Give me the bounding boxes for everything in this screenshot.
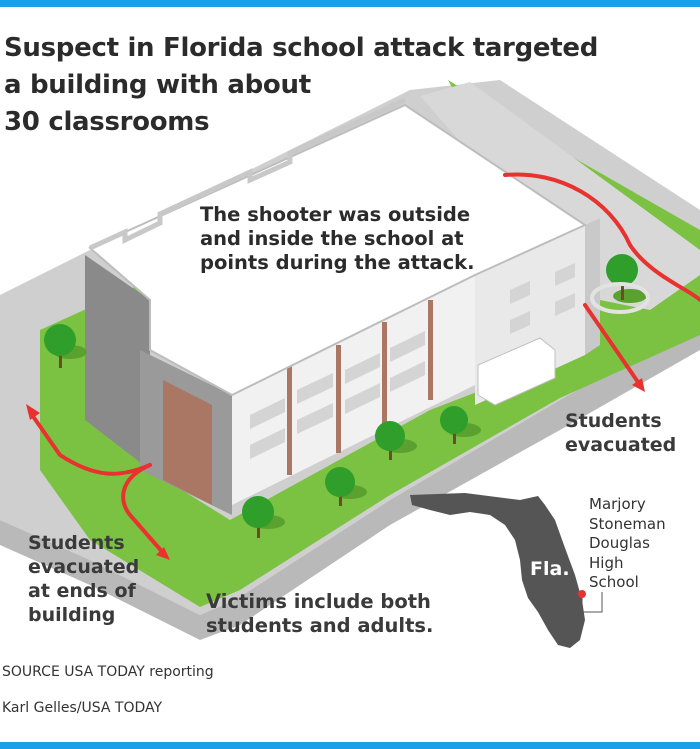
tree (242, 496, 285, 538)
route-east (583, 303, 642, 387)
annotation-line: at ends of (28, 580, 136, 602)
annotation-line: points during the attack. (200, 251, 475, 274)
pilaster (287, 365, 292, 475)
bottom-accent-bar (0, 742, 700, 749)
pilaster (428, 300, 433, 400)
route-arrowheads (26, 378, 645, 560)
pilaster (382, 322, 387, 430)
annotation-line: building (28, 604, 116, 626)
route-north-east (503, 172, 700, 302)
evacuated-ends-label: Students evacuated at ends of building (28, 531, 139, 627)
headline-line: a building with about (4, 70, 311, 100)
annotation-line: Students (28, 532, 125, 554)
annotation-line: evacuated (565, 434, 677, 456)
annotation-line: and inside the school at (200, 227, 464, 250)
annotation-line: The shooter was outside (200, 203, 471, 226)
headline: Suspect in Florida school attack targete… (4, 30, 644, 141)
east-wing-side (585, 218, 600, 355)
florida-label: Fla. (530, 558, 570, 580)
school-name-label: Marjory Stoneman Douglas High School (589, 495, 666, 593)
school-name-line: Marjory (589, 495, 646, 513)
source-line: SOURCE USA TODAY reporting (2, 664, 214, 680)
tree (325, 467, 367, 506)
annotation-line: Students (565, 410, 662, 432)
shooter-annotation: The shooter was outside and inside the s… (200, 203, 475, 275)
school-name-line: High (589, 553, 624, 572)
headline-line: 30 classrooms (4, 107, 210, 137)
roof (88, 103, 588, 397)
school-name-line: Stoneman (589, 514, 666, 533)
school-name-line: School (589, 573, 639, 591)
pilaster (336, 345, 341, 453)
west-wall (85, 255, 150, 470)
top-accent-bar (0, 0, 700, 7)
tree (44, 324, 87, 368)
lawn-front (40, 280, 700, 607)
annotation-line: Victims include both (206, 590, 431, 613)
credit-line: Karl Gelles/USA TODAY (2, 700, 163, 716)
evacuated-east-label: Students evacuated (565, 409, 676, 457)
florida-map (410, 493, 585, 648)
window-bands (250, 263, 575, 459)
school-name-line: Douglas (589, 534, 650, 552)
annotation-line: students and adults. (206, 614, 434, 637)
tree (375, 421, 417, 460)
headline-line: Suspect in Florida school attack targete… (4, 33, 599, 63)
victims-annotation: Victims include both students and adults… (206, 590, 433, 638)
route-southwest (121, 463, 167, 557)
tree (440, 406, 481, 444)
tree-planter (590, 282, 650, 314)
annotation-line: evacuated (28, 556, 140, 578)
evacuation-routes (28, 172, 700, 557)
south-wall (232, 275, 475, 505)
trees (44, 254, 650, 538)
school-leader-line (581, 592, 603, 613)
stair-block (477, 337, 556, 406)
sidewalk-east (420, 82, 700, 310)
school-location-dot (578, 590, 586, 598)
roof-parapet (88, 97, 407, 251)
brick-panel-west (163, 380, 212, 505)
